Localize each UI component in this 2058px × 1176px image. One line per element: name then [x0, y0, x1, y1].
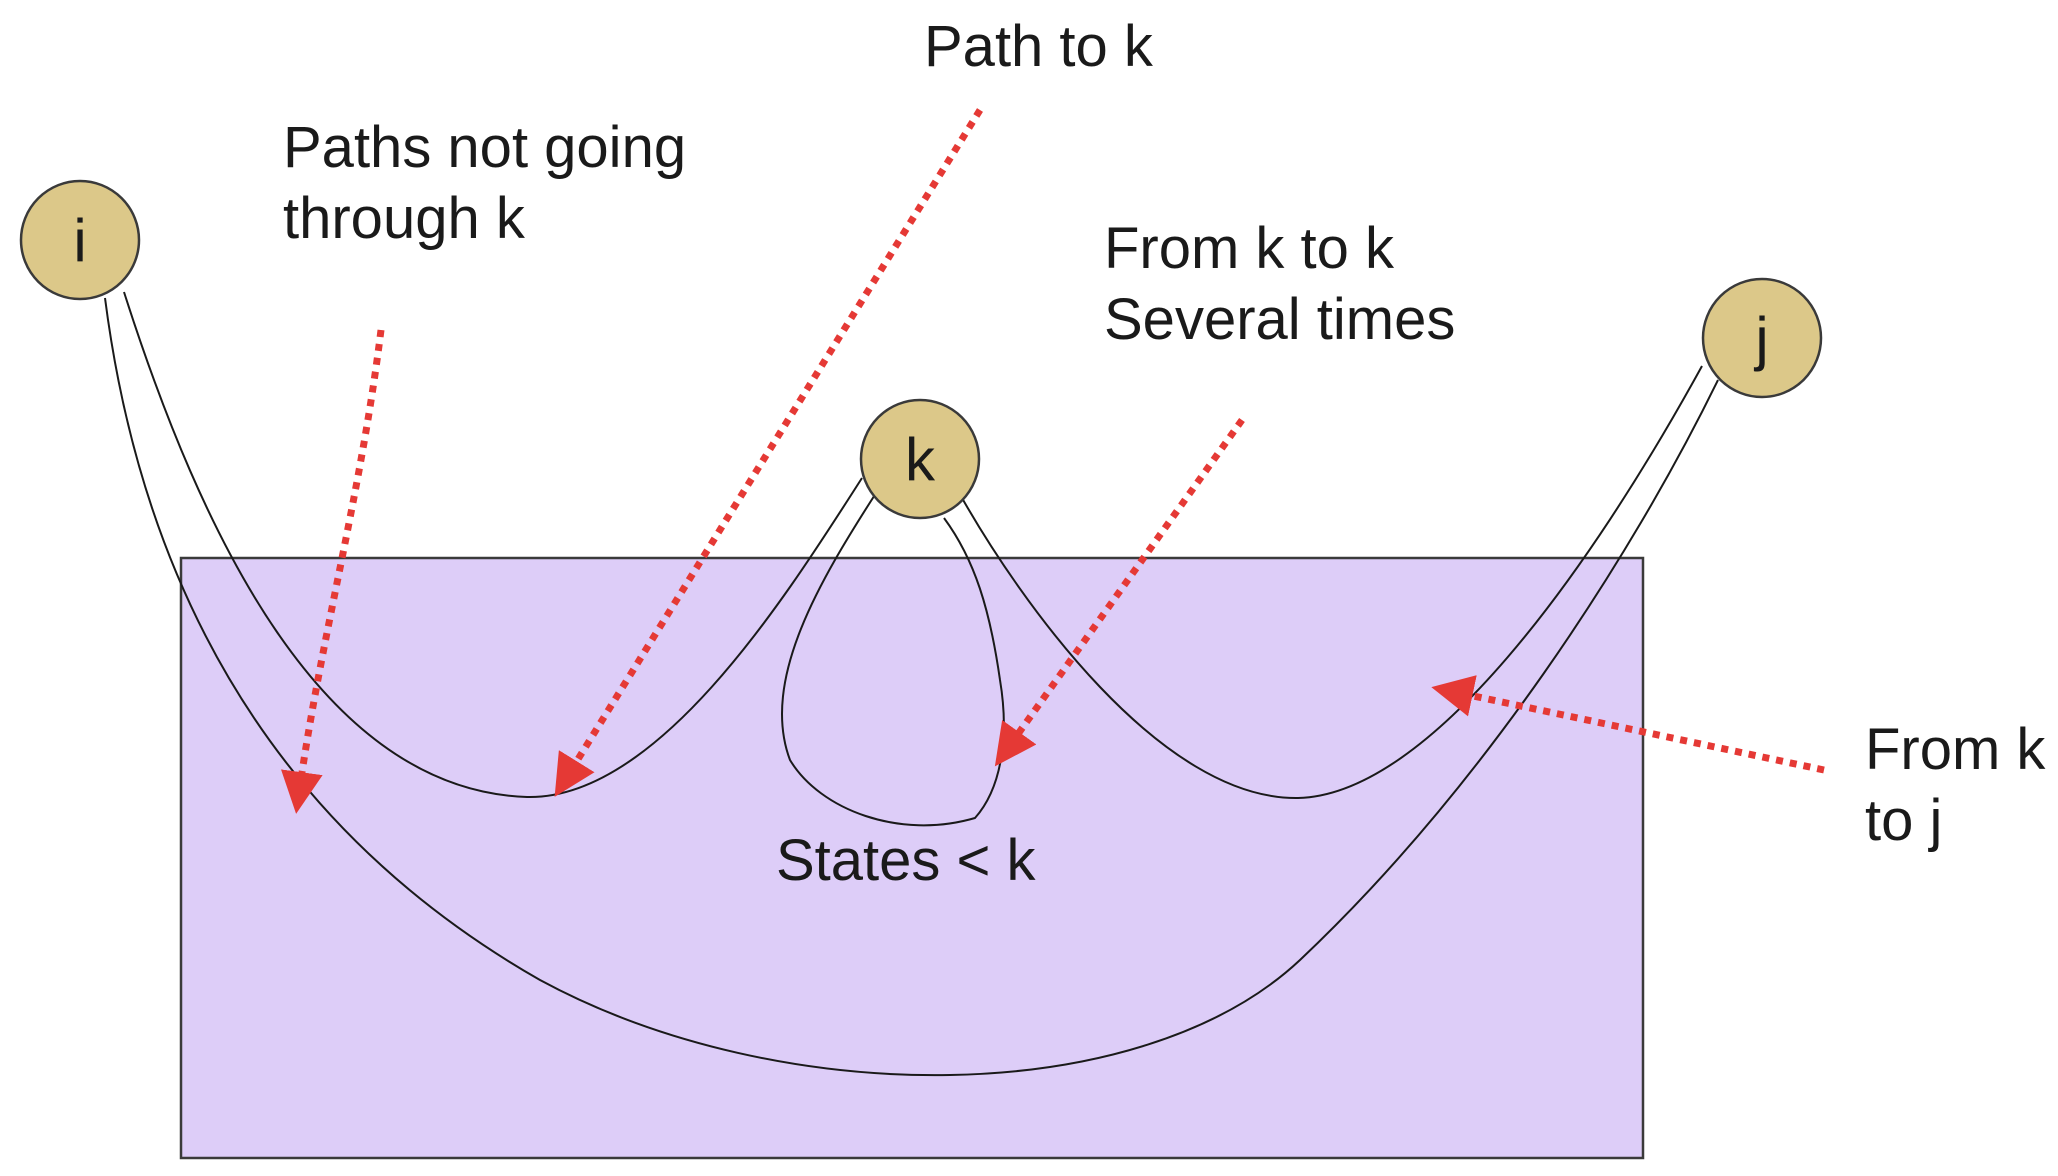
- arrow-path-to-k: [554, 108, 983, 797]
- loop-k-to-k-curve: [781, 489, 1005, 827]
- annotation-k-to-j-line-2: to j: [1865, 788, 1942, 853]
- arrow-from-k-to-k: [994, 417, 1245, 767]
- annotation-k-to-k-line-2: Several times: [1104, 287, 1455, 352]
- node-i: i: [19, 179, 141, 301]
- node-j: j: [1701, 277, 1823, 399]
- annotation-k-to-k-line-1: From k to k: [1104, 216, 1395, 281]
- path-k-to-j-curve: [961, 365, 1703, 800]
- node-i-circle: [19, 179, 141, 301]
- node-j-circle: [1701, 277, 1823, 399]
- node-k-label: k: [905, 426, 936, 493]
- path-i-to-k-curve: [123, 291, 863, 799]
- annotation-not-through-k-line-2: through k: [283, 186, 526, 251]
- node-i-label: i: [73, 207, 86, 274]
- annotation-not-through-k-line-1: Paths not going: [283, 115, 686, 180]
- path-i-to-j-curve: [104, 297, 1719, 1077]
- node-k: k: [859, 398, 981, 520]
- region-label: States < k: [776, 828, 1037, 893]
- node-k-circle: [859, 398, 981, 520]
- arrow-from-k-to-j: [1431, 675, 1825, 774]
- arrow-paths-not-through-k: [281, 329, 385, 814]
- annotation-k-to-j-line-1: From k: [1865, 717, 2046, 782]
- annotation-path-to-k: Path to k: [924, 14, 1154, 79]
- node-j-label: j: [1753, 305, 1768, 372]
